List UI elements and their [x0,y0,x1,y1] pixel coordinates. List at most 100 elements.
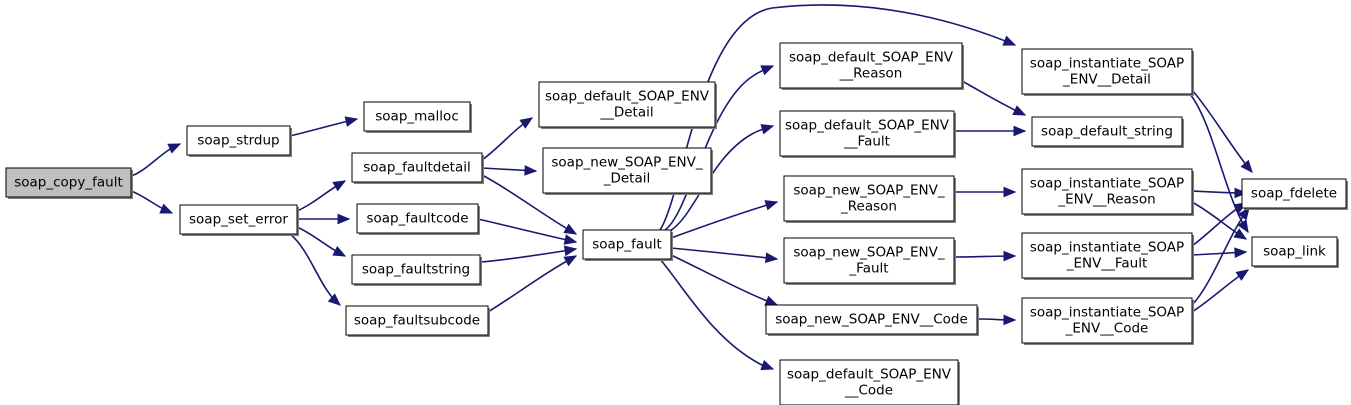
edge-arrowhead [1234,187,1248,199]
node-box[interactable] [179,204,298,235]
node-box[interactable] [779,110,955,157]
edge-soap_default_SOAP_ENV__Fault-to-soap_default_string [954,125,1027,137]
node-box[interactable] [351,152,483,183]
edge-soap_set_error-to-soap_faultstring [296,226,347,257]
node-box[interactable] [1251,236,1338,267]
node-label: __Code [844,383,893,399]
edge-arrowhead [563,255,578,267]
node-soap_faultstring[interactable]: soap_faultstring [351,254,482,286]
node-soap_default_SOAP_ENV__Reason[interactable]: soap_default_SOAP_ENV__Reason [779,42,964,90]
node-label: soap_faultdetail [363,160,470,176]
node-soap_new_SOAP_ENV__Detail[interactable]: soap_new_SOAP_ENV__Detail [542,147,713,195]
edge-arrowhead [1003,250,1017,262]
node-soap_new_SOAP_ENV__Reason[interactable]: soap_new_SOAP_ENV__Reason [783,175,956,223]
edge-soap_fault-to-soap_new_SOAP_ENV__Code [670,254,779,306]
node-box[interactable] [1021,232,1193,279]
node-soap_instantiate_SOAP_ENV__Fault[interactable]: soap_instantiate_SOAP_ENV__Fault [1021,232,1194,280]
node-box[interactable] [542,147,712,194]
edge-soap_copy_fault-to-soap_set_error [130,190,174,214]
node-soap_default_SOAP_ENV__Fault[interactable]: soap_default_SOAP_ENV__Fault [779,110,956,158]
node-label: soap_malloc [375,109,459,125]
node-box[interactable] [1021,48,1193,95]
node-soap_default_SOAP_ENV__Detail[interactable]: soap_default_SOAP_ENV__Detail [538,81,717,129]
node-soap_link[interactable]: soap_link [1251,236,1339,268]
node-box[interactable] [1021,168,1193,215]
node-box[interactable] [783,175,955,222]
node-box[interactable] [363,101,471,132]
edge-soap_fault-to-soap_default_SOAP_ENV__Code [659,258,775,371]
node-soap_new_SOAP_ENV__Fault[interactable]: soap_new_SOAP_ENV__Fault [783,237,956,285]
node-box[interactable] [1031,116,1183,147]
node-box[interactable] [779,42,963,89]
node-soap_strdup[interactable]: soap_strdup [186,125,292,157]
edge-arrowhead [159,203,174,214]
node-label: _ENV__Detail [1062,72,1151,88]
edge-line [659,258,774,370]
edge-soap_instantiate_SOAP_ENV__Code-to-soap_link [1191,269,1250,313]
node-soap_default_string[interactable]: soap_default_string [1031,116,1184,148]
edge-soap_set_error-to-soap_faultsubcode [289,233,341,306]
node-label: soap_new_SOAP_ENV_ [793,245,944,261]
edge-arrowhead [1003,314,1017,326]
edge-arrowhead [519,117,534,129]
node-box[interactable] [779,359,959,405]
node-box[interactable] [1021,297,1193,344]
edge-arrowhead [1240,159,1253,173]
edge-arrowhead [1237,219,1249,234]
node-box[interactable] [351,254,481,285]
node-label: _Fault [848,261,888,277]
node-soap_fdelete[interactable]: soap_fdelete [1241,178,1348,210]
node-soap_default_SOAP_ENV__Code[interactable]: soap_default_SOAP_ENV__Code [779,359,960,405]
node-box[interactable] [1241,178,1347,209]
edge-soap_faultdetail-to-soap_fault [481,174,578,235]
node-label: soap_instantiate_SOAP [1030,305,1184,321]
edge-soap_instantiate_SOAP_ENV__Code-to-soap_fdelete [1191,206,1250,306]
node-box[interactable] [345,305,489,336]
node-soap_faultsubcode[interactable]: soap_faultsubcode [345,305,490,337]
edge-line [477,218,577,243]
edge-soap_instantiate_SOAP_ENV__Reason-to-soap_fdelete [1191,187,1248,199]
node-soap_malloc[interactable]: soap_malloc [363,101,472,133]
edge-soap_instantiate_SOAP_ENV__Fault-to-soap_link [1191,247,1248,259]
edge-soap_instantiate_SOAP_ENV__Detail-to-soap_link [1189,93,1249,234]
node-label: soap_default_SOAP_ENV [785,118,950,134]
node-label: soap_new_SOAP_ENV__Code [775,312,968,328]
node-label: __Fault [843,134,890,150]
node-label: soap_instantiate_SOAP [1030,176,1184,192]
node-box[interactable] [538,81,716,128]
edge-arrowhead [1002,35,1017,46]
edge-soap_fault-to-soap_new_SOAP_ENV__Reason [670,200,779,239]
node-soap_fault[interactable]: soap_fault [582,229,673,261]
node-label: soap_instantiate_SOAP [1030,240,1184,256]
node-soap_instantiate_SOAP_ENV__Code[interactable]: soap_instantiate_SOAP_ENV__Code [1021,297,1194,345]
node-box[interactable] [765,304,978,335]
node-box[interactable] [356,203,479,234]
edge-arrowhead [337,213,351,225]
node-label: soap_faultstring [362,262,470,278]
edge-arrowhead [563,245,578,257]
edge-line [670,247,778,260]
node-soap_set_error[interactable]: soap_set_error [179,204,299,236]
node-label: soap_default_SOAP_ENV [545,89,710,105]
edge-soap_fault-to-soap_new_SOAP_ENV__Fault [670,247,779,264]
node-soap_faultdetail[interactable]: soap_faultdetail [351,152,484,184]
node-box[interactable] [783,237,955,284]
edge-soap_faultdetail-to-soap_new_SOAP_ENV__Detail [481,165,538,176]
node-box[interactable] [582,229,672,260]
node-soap_instantiate_SOAP_ENV__Reason[interactable]: soap_instantiate_SOAP_ENV__Reason [1021,168,1194,216]
edge-arrowhead [167,143,182,154]
node-soap_new_SOAP_ENV__Code[interactable]: soap_new_SOAP_ENV__Code [765,304,979,336]
edge-arrowhead [764,200,779,211]
edge-soap_copy_fault-to-soap_strdup [130,143,182,177]
node-box[interactable] [5,167,132,198]
node-label: soap_faultsubcode [354,313,480,329]
edge-line [670,254,778,306]
node-box[interactable] [186,125,291,156]
edge-arrowhead [563,234,578,245]
node-soap_faultcode[interactable]: soap_faultcode [356,203,480,235]
edge-soap_faultstring-to-soap_fault [479,245,578,263]
node-soap_copy_fault[interactable]: soap_copy_fault [5,167,133,199]
edge-arrowhead [1003,186,1017,198]
node-soap_instantiate_SOAP_ENV__Detail[interactable]: soap_instantiate_SOAP_ENV__Detail [1021,48,1194,96]
